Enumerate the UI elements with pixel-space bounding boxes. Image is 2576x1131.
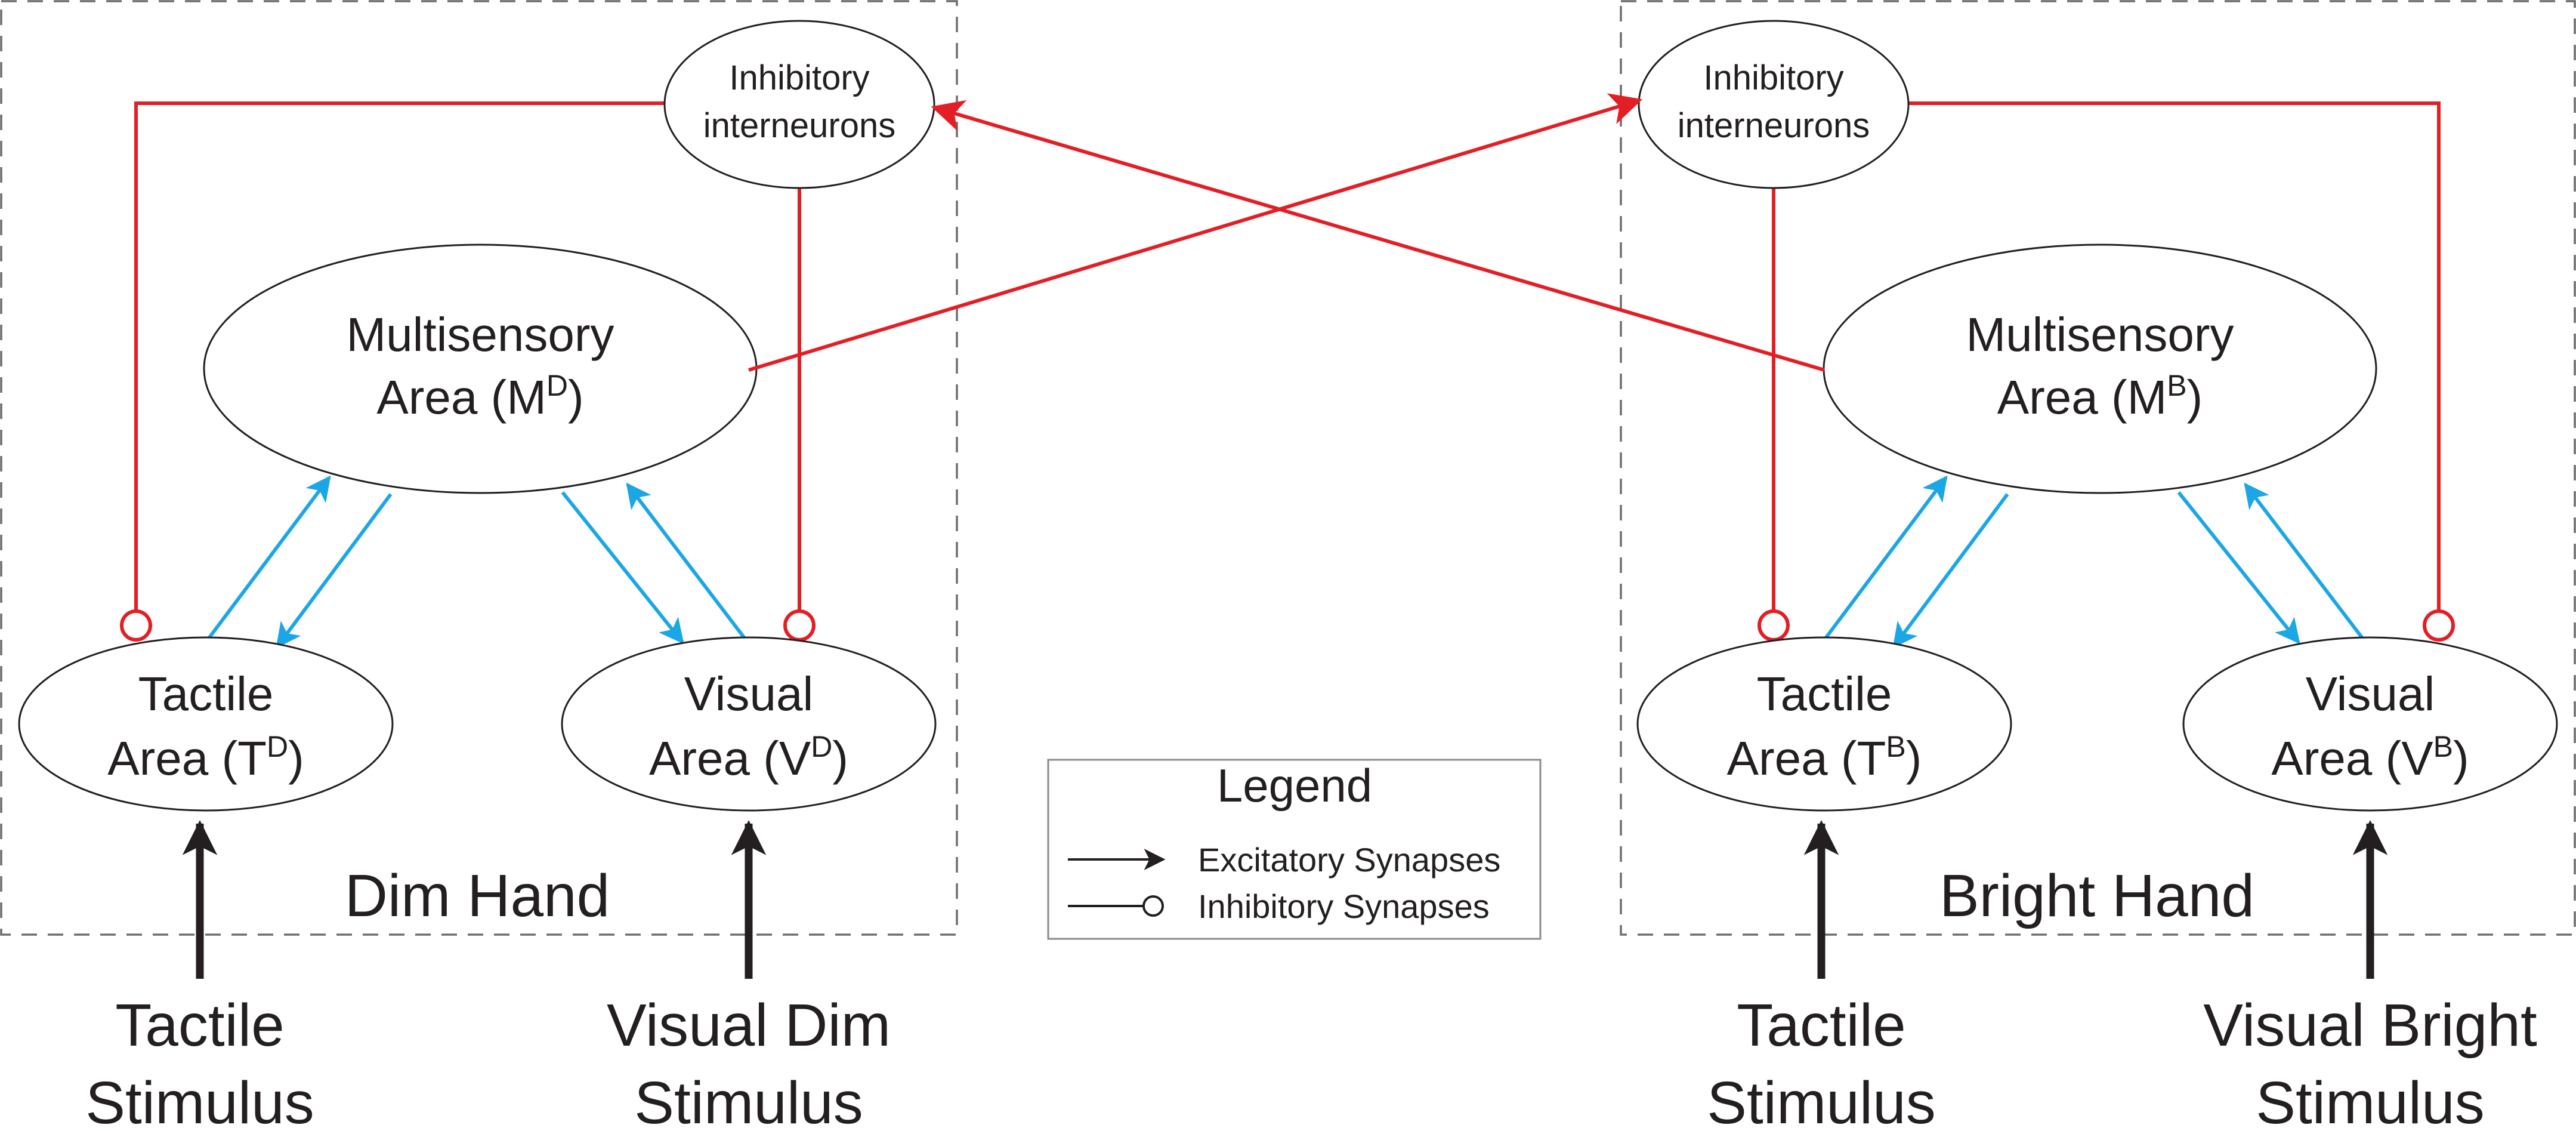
bright-tactile-area-node: Tactile Area (TB) — [1636, 636, 2012, 812]
bright-visual-label-1: Visual — [2306, 667, 2435, 720]
bright-hand-box — [1620, 0, 2576, 936]
bright-tactile-label-1: Tactile — [1757, 667, 1892, 720]
dim-visual-stimulus-label-2: Stimulus — [634, 1070, 863, 1131]
dim-tactile-stimulus-label-1: Tactile — [115, 992, 284, 1059]
dim-inhibitory-synapse-visual — [783, 609, 816, 642]
bright-inhibitory-label-1: Inhibitory — [1703, 58, 1843, 97]
dim-tactile-stimulus-label-2: Stimulus — [85, 1070, 314, 1131]
dim-inhibitory-interneurons-node: Inhibitory interneurons — [663, 20, 935, 189]
bright-multisensory-to-visual-arrow — [2177, 491, 2300, 645]
bright-inhibitory-synapse-tactile — [1758, 609, 1790, 642]
bright-multisensory-to-tactile-arrow — [1892, 493, 2009, 649]
dim-multisensory-to-tactile-arrow — [276, 493, 393, 649]
dim-visual-label-1: Visual — [684, 667, 813, 720]
dim-tactile-label-1: Tactile — [138, 667, 274, 720]
dim-multisensory-to-visual-arrow — [561, 491, 684, 645]
dim-tactile-area-node: Tactile Area (TD) — [18, 636, 394, 812]
legend-excitatory-label: Excitatory Synapses — [1198, 841, 1500, 879]
bright-visual-area-node: Visual Area (VB) — [2182, 636, 2558, 812]
dim-tactile-label-2: Area (TD) — [107, 730, 304, 785]
dim-inhibitory-to-tactile-line — [134, 101, 666, 615]
legend-inhibitory-circle-icon — [1142, 895, 1164, 917]
bright-inhibitory-to-visual-line — [1908, 101, 2441, 615]
dim-hand-title: Dim Hand — [345, 862, 610, 929]
bright-inhibitory-synapse-visual — [2423, 609, 2455, 642]
bright-visual-to-multisensory-arrow — [2244, 482, 2368, 644]
dim-visual-stimulus-label-1: Visual Dim — [607, 992, 891, 1059]
bright-tactile-stimulus-label-1: Tactile — [1737, 992, 1905, 1059]
bright-visual-stimulus-label-2: Stimulus — [2256, 1070, 2484, 1131]
dim-tactile-to-multisensory-arrow — [206, 475, 331, 641]
dim-inhibitory-synapse-tactile — [120, 609, 152, 642]
legend-inhibitory-label: Inhibitory Synapses — [1198, 887, 1490, 925]
bright-hand-panel: Inhibitory interneurons Multisensory Are… — [1620, 0, 2576, 1131]
legend-box — [1047, 759, 1542, 940]
bright-hand-title: Bright Hand — [1939, 862, 2254, 929]
bright-multisensory-area-node: Multisensory Area (MB) — [1823, 244, 2377, 494]
legend-title: Legend — [1217, 759, 1372, 812]
dim-inhibitory-label-1: Inhibitory — [729, 58, 869, 97]
dim-multisensory-to-bright-inhibitory-arrow — [748, 93, 1643, 372]
bright-inhibitory-label-2: interneurons — [1678, 106, 1870, 145]
dim-inhibitory-label-2: interneurons — [703, 106, 895, 145]
bright-inhibitory-interneurons-node: Inhibitory interneurons — [1638, 20, 1910, 189]
legend: Legend Excitatory Synapses Inhibitory Sy… — [1047, 759, 1542, 940]
bright-multisensory-to-dim-inhibitory-arrow — [931, 100, 1825, 372]
dim-multisensory-area-node: Multisensory Area (MD) — [203, 244, 758, 494]
bright-multisensory-label-1: Multisensory — [1966, 308, 2234, 361]
dim-visual-area-node: Visual Area (VD) — [561, 636, 937, 812]
dim-multisensory-label-2: Area (MD) — [376, 369, 583, 424]
dim-visual-to-multisensory-arrow — [626, 482, 750, 644]
dim-hand-box — [0, 0, 958, 936]
bright-visual-label-2: Area (VB) — [2271, 730, 2469, 785]
dim-multisensory-label-1: Multisensory — [346, 308, 614, 361]
bright-tactile-to-multisensory-arrow — [1823, 475, 1948, 641]
dim-hand-panel: Inhibitory interneurons Multisensory Are… — [0, 0, 958, 1131]
bright-multisensory-label-2: Area (MB) — [1997, 369, 2203, 424]
bright-visual-stimulus-label-1: Visual Bright — [2203, 992, 2537, 1059]
dim-visual-label-2: Area (VD) — [649, 730, 848, 785]
bright-tactile-label-2: Area (TB) — [1727, 730, 1922, 785]
bright-tactile-stimulus-label-2: Stimulus — [1707, 1070, 1935, 1131]
